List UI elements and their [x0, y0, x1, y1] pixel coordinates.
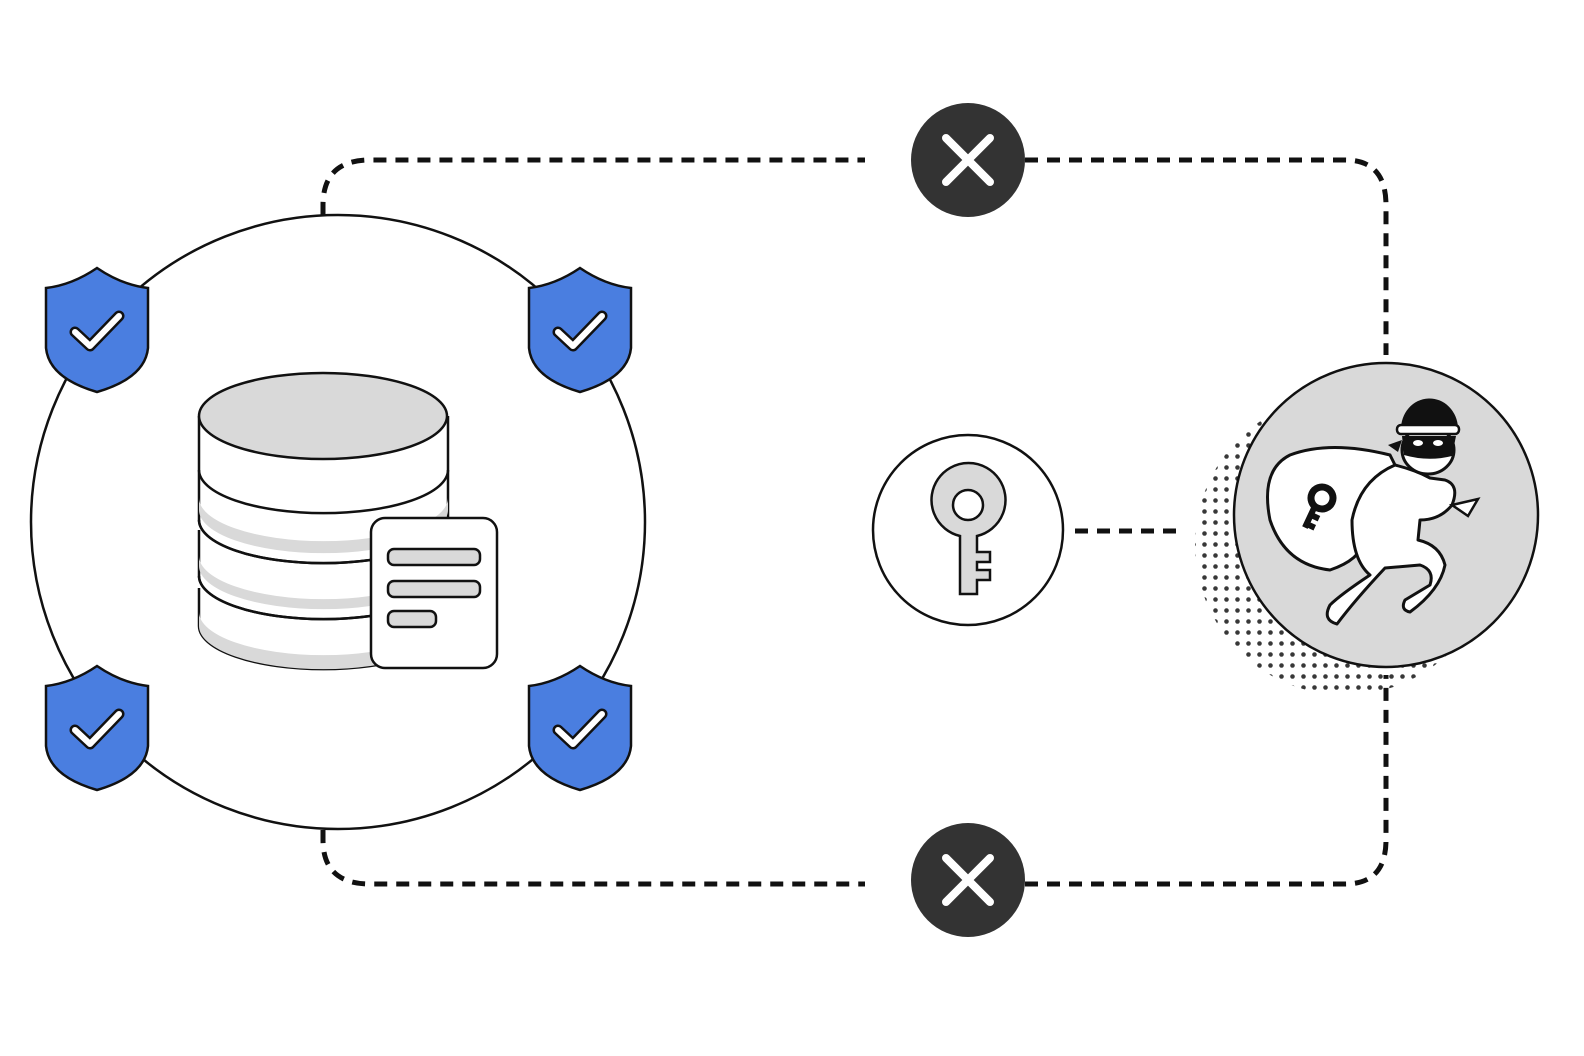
thief-icon [1195, 361, 1540, 695]
shield-check-icon [529, 268, 631, 392]
key-icon [871, 433, 1065, 627]
blocked-connection-top [320, 157, 1389, 355]
close-icon [911, 823, 1025, 937]
close-icon [911, 103, 1025, 217]
document-icon [369, 516, 499, 670]
shield-check-icon [46, 666, 148, 790]
shield-check-icon [529, 666, 631, 790]
shield-check-icon [46, 268, 148, 392]
blocked-connection-bottom [320, 675, 1389, 887]
